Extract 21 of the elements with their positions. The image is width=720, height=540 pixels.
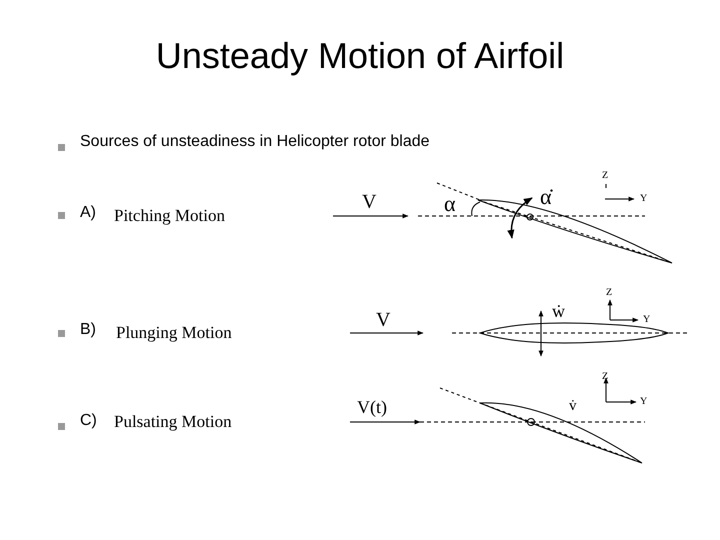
axis-label: Z xyxy=(602,372,608,382)
motion-label: Pitching Motion xyxy=(114,207,225,224)
motion-label: Pulsating Motion xyxy=(114,413,232,430)
axis-label: Y xyxy=(640,397,648,407)
velocity-symbol: V(t) xyxy=(357,398,387,416)
axis-label: Z xyxy=(602,171,608,181)
list-marker: A) xyxy=(80,205,96,221)
angle-symbol: α xyxy=(444,193,456,215)
rate-symbol: v̇ xyxy=(569,399,576,414)
bullet-text: Sources of unsteadiness in Helicopter rotor blade xyxy=(80,134,430,150)
velocity-symbol: V xyxy=(376,310,390,330)
motion-label: Plunging Motion xyxy=(116,324,232,341)
pitch-rate-symbol: α̇ xyxy=(540,186,552,208)
list-marker: B) xyxy=(80,322,96,338)
velocity-symbol: V xyxy=(362,192,376,212)
axis-label: Y xyxy=(640,194,648,204)
list-marker: C) xyxy=(80,413,97,429)
axis-label: Y xyxy=(643,315,650,325)
axis-label: Z xyxy=(606,288,612,298)
plunge-rate-symbol: ẇ xyxy=(552,302,565,320)
slide-title: Unsteady Motion of Airfoil xyxy=(154,38,566,74)
